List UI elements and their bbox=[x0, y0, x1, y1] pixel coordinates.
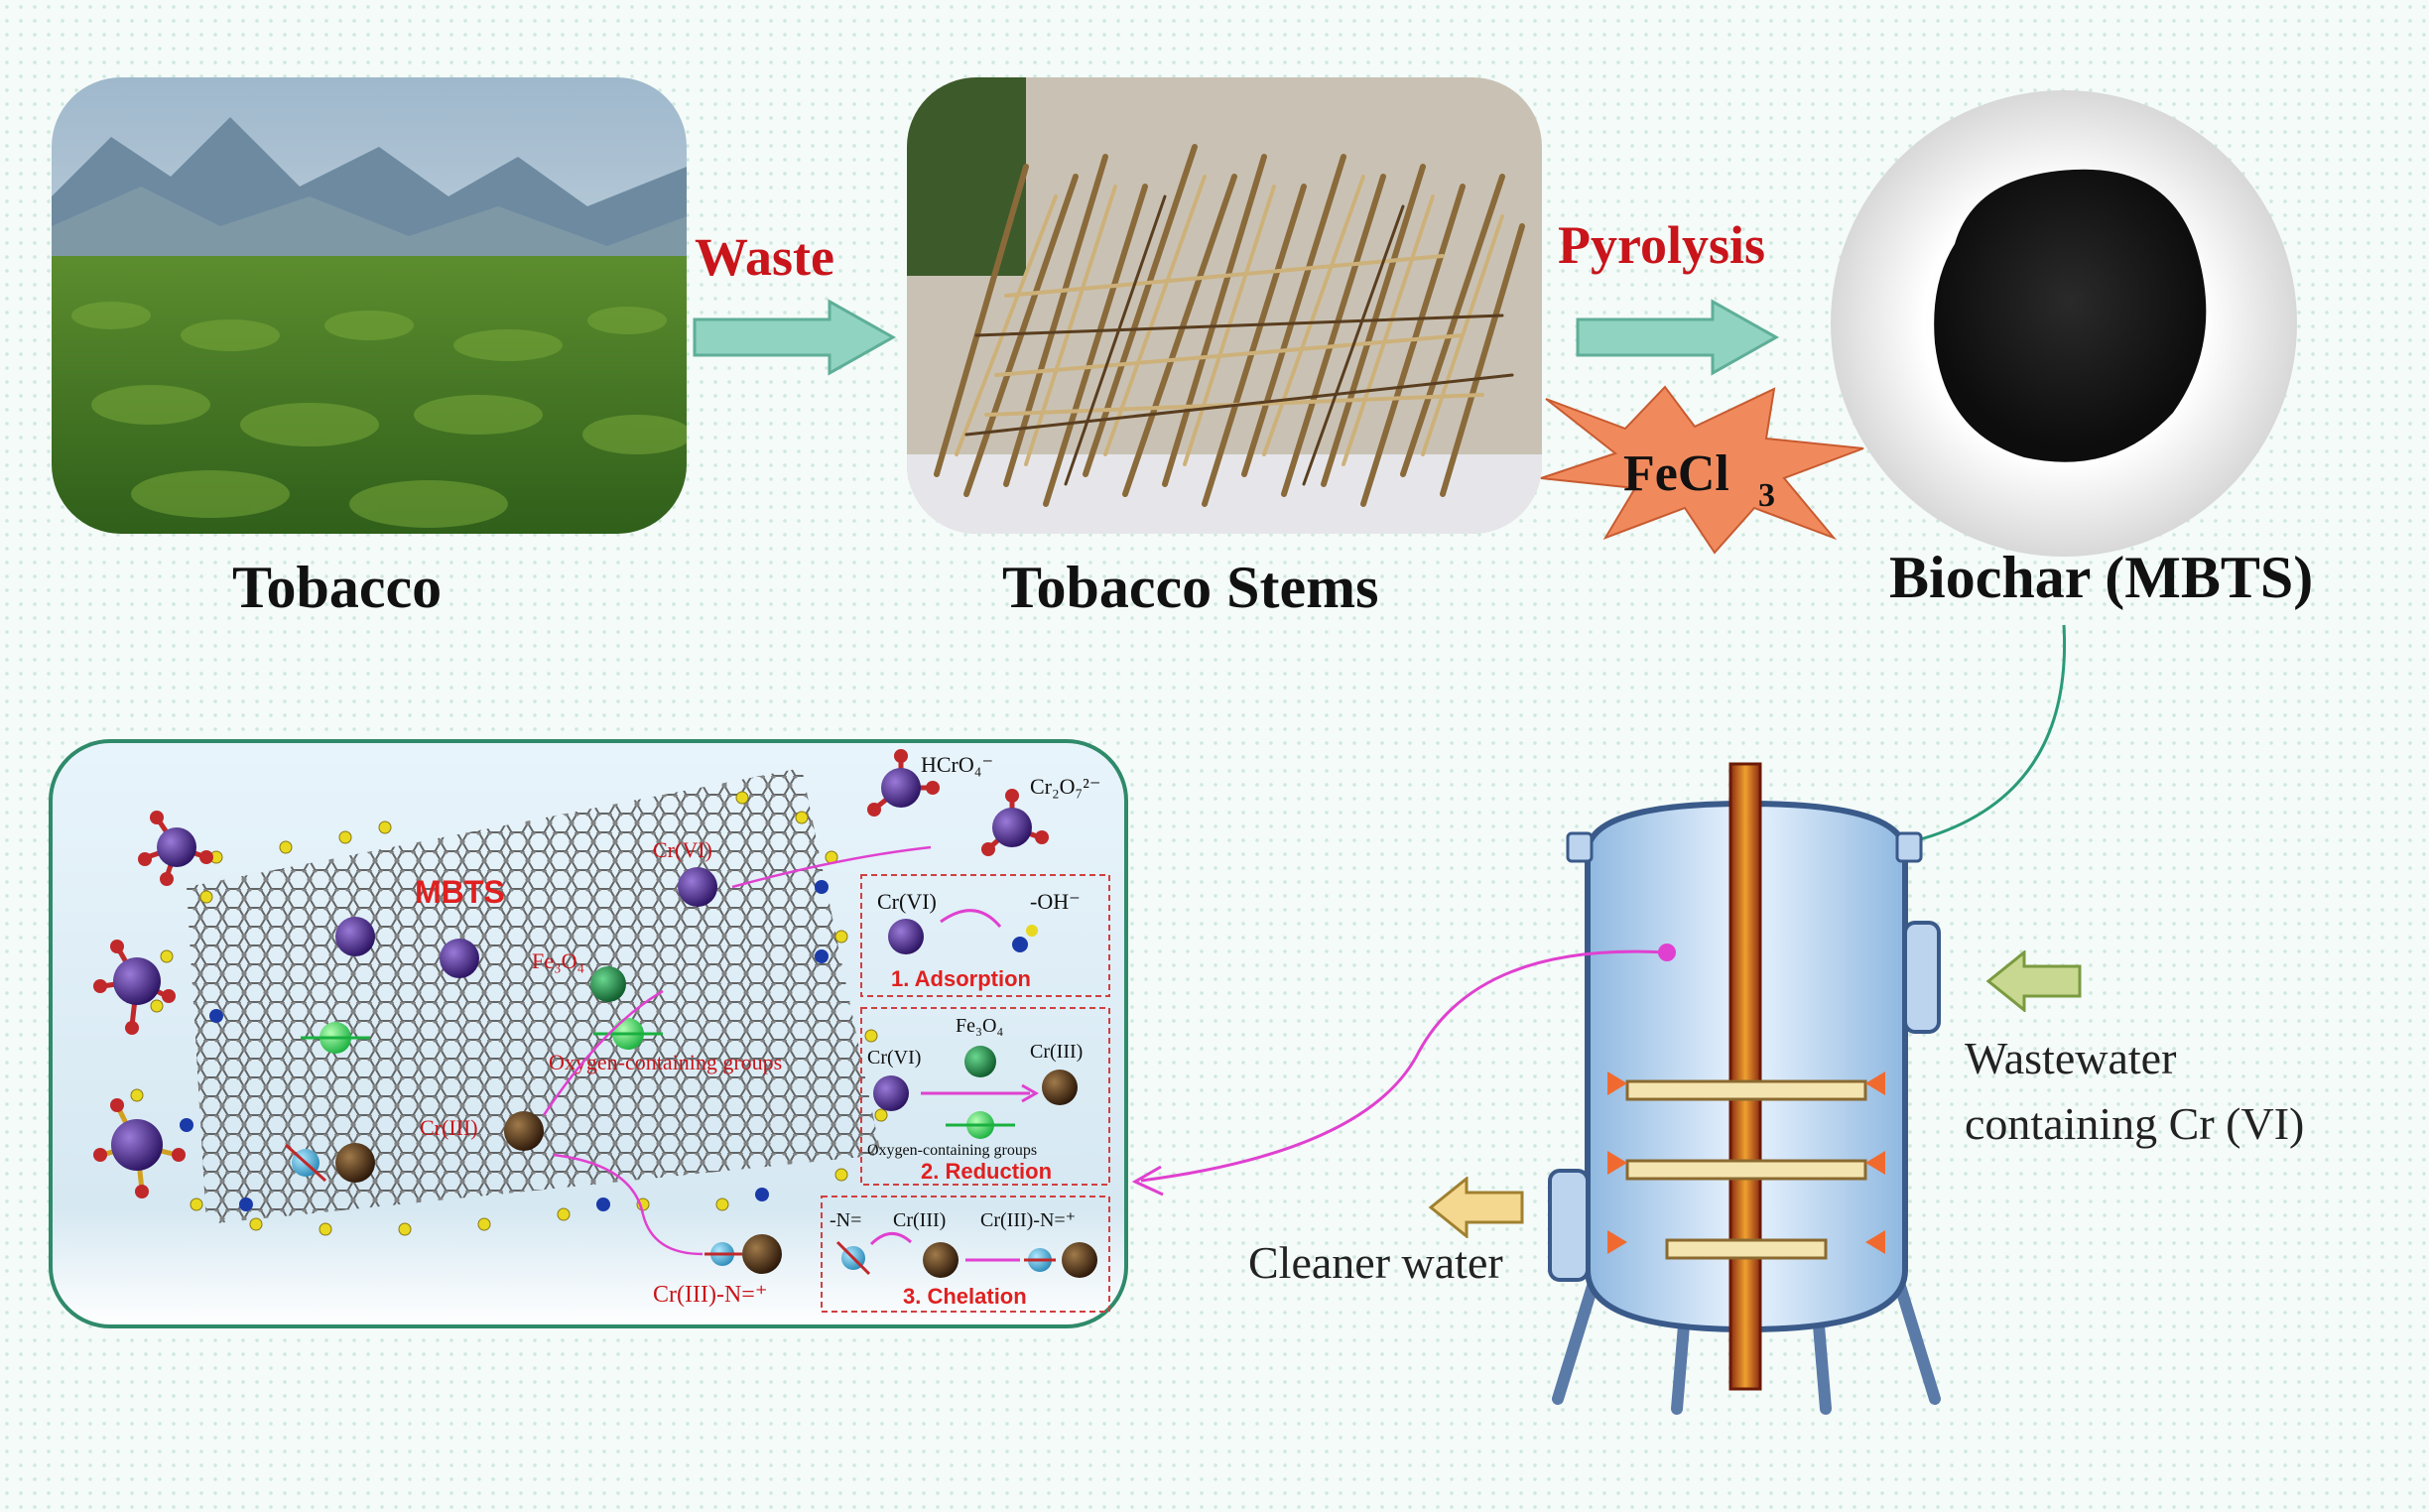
chromate-molecule bbox=[138, 811, 213, 886]
mbts-label: MBTS bbox=[415, 874, 505, 910]
box3-c: Cr(III)-N=⁺ bbox=[980, 1209, 1076, 1231]
box1-title: 1. Adsorption bbox=[891, 966, 1031, 991]
biochar-photo bbox=[1826, 85, 2302, 562]
cr2o7-label: Cr₂O₇²⁻ bbox=[1030, 774, 1100, 799]
reactor-to-mechanism-arrow bbox=[1131, 949, 1666, 1197]
outlet-arrow bbox=[1428, 1177, 1524, 1238]
fecl3-text: FeCl bbox=[1623, 445, 1729, 502]
tobacco-field-photo bbox=[52, 77, 687, 534]
reactor-vessel bbox=[1548, 762, 1941, 1415]
reduction-box bbox=[860, 1007, 1110, 1186]
crvi-surface-label: Cr(VI) bbox=[653, 837, 712, 862]
box3-title: 3. Chelation bbox=[903, 1284, 1027, 1309]
fecl3-burst: FeCl 3 bbox=[1540, 385, 1864, 555]
wastewater-label-line1: Wastewater bbox=[1965, 1033, 2177, 1083]
box1-right: -OH⁻ bbox=[1030, 889, 1081, 914]
box3-a: -N= bbox=[830, 1209, 861, 1231]
tobacco-stems-photo bbox=[907, 77, 1542, 534]
chelation-box bbox=[821, 1196, 1110, 1313]
waste-label: Waste bbox=[695, 227, 834, 287]
waste-arrow bbox=[693, 299, 897, 376]
box2-title: 2. Reduction bbox=[921, 1159, 1052, 1184]
fecl3-subscript: 3 bbox=[1758, 477, 1775, 514]
hcro4-label: HCrO₄⁻ bbox=[921, 752, 993, 777]
box3-b: Cr(III) bbox=[893, 1209, 946, 1231]
inlet-arrow bbox=[1985, 950, 2082, 1012]
box1-left: Cr(VI) bbox=[877, 889, 937, 914]
pyrolysis-arrow bbox=[1576, 299, 1780, 376]
oxygen-groups-surface-label: Oxygen-containing groups bbox=[549, 1050, 782, 1074]
box2-under: Oxygen-containing groups bbox=[867, 1142, 1037, 1159]
mechanism-panel: HCrO₄⁻ Cr₂O₇²⁻ MBTS Cr(VI) Fe₃O₄ Oxygen-… bbox=[49, 739, 1128, 1328]
adsorption-box bbox=[860, 874, 1110, 997]
biochar-label: Biochar (MBTS) bbox=[1889, 545, 2314, 610]
tobacco-label: Tobacco bbox=[232, 555, 443, 620]
wastewater-label-line2: containing Cr (VI) bbox=[1965, 1098, 2305, 1149]
pyrolysis-label: Pyrolysis bbox=[1558, 215, 1766, 275]
box2-left: Cr(VI) bbox=[867, 1047, 921, 1069]
fe3o4-surface-label: Fe₃O₄ bbox=[532, 948, 584, 973]
cleaner-water-label: Cleaner water bbox=[1248, 1237, 1503, 1288]
box2-top: Fe₃O₄ bbox=[956, 1015, 1003, 1037]
criii-n-bottom-label: Cr(III)-N=⁺ bbox=[653, 1282, 768, 1308]
criii-surface-label: Cr(III) bbox=[420, 1115, 478, 1140]
tobacco-stems-label: Tobacco Stems bbox=[1002, 555, 1379, 620]
box2-right: Cr(III) bbox=[1030, 1041, 1083, 1063]
